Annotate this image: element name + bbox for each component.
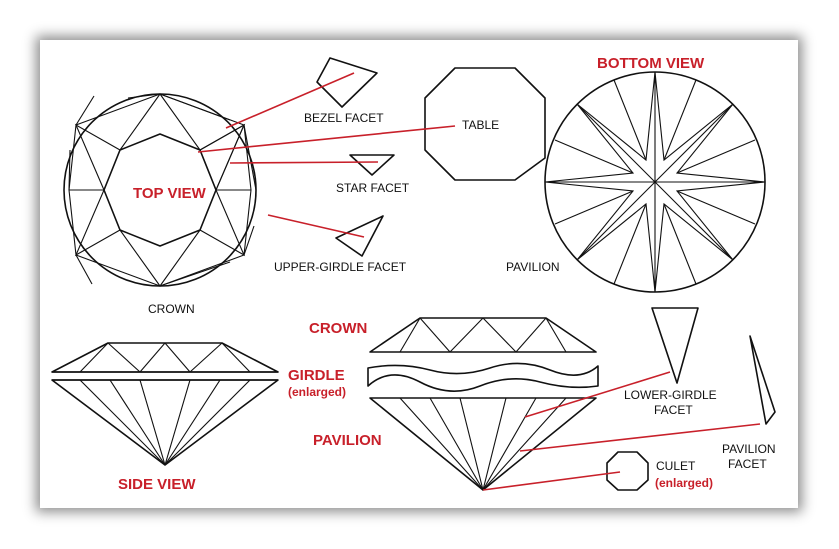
side-view-crown [51,342,279,373]
bottom-view-diagram [544,71,766,293]
lower-girdle-facet-label-line1: LOWER-GIRDLE [624,388,717,402]
crown-label: CROWN [148,302,195,316]
top-view-diagram [63,93,257,287]
pavilion-label: PAVILION [506,260,560,274]
lower-girdle-facet-shape [651,307,699,384]
pavilion-facet-label-line2: FACET [728,457,767,471]
diagram-card [40,40,798,508]
side-view-diagram [51,342,279,466]
top-view-girdle-facet-lines [68,93,257,287]
bezel-facet-shape [316,57,378,108]
girdle-enlarged-note: (enlarged) [288,385,346,399]
profile-diagram [367,317,599,491]
crown-heading: CROWN [309,320,367,337]
top-view-heading: TOP VIEW [133,185,207,202]
girdle-heading: GIRDLE [288,367,345,384]
profile-girdle-enlarged [367,362,599,392]
culet-shape [606,451,649,491]
bezel-facet-label: BEZEL FACET [304,111,384,125]
side-view-heading: SIDE VIEW [118,476,196,493]
profile-crown [369,317,597,353]
lower-girdle-facet-label-line2: FACET [654,403,693,417]
pavilion-facet-label-line1: PAVILION [722,442,776,456]
leader-lines [197,72,761,491]
upper-girdle-facet-shape [335,215,384,257]
culet-enlarged-note: (enlarged) [655,476,713,490]
pavilion-heading: PAVILION [313,432,382,449]
star-facet-shape [349,154,395,176]
profile-pavilion [369,397,597,491]
bottom-view-heading: BOTTOM VIEW [597,55,705,72]
upper-girdle-facet-label: UPPER-GIRDLE FACET [274,260,407,274]
table-label: TABLE [462,118,499,132]
pavilion-facet-shape [749,335,776,425]
bottom-view-pavilion-lines [544,71,766,293]
side-view-pavilion [51,379,279,466]
culet-label: CULET [656,459,696,473]
star-facet-label: STAR FACET [336,181,410,195]
table-shape [424,67,546,181]
top-view-star-facet-outline [199,123,246,192]
